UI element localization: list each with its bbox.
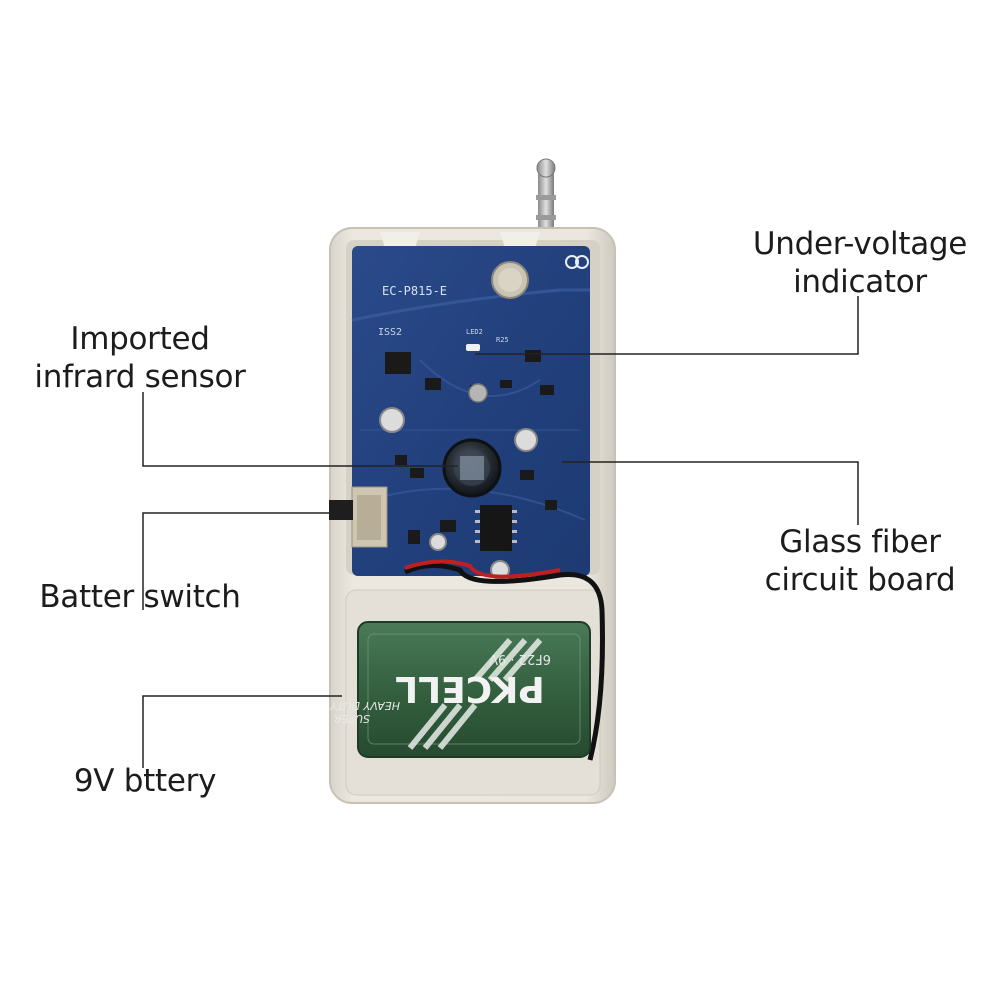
label-line: Under-voltage [752,226,968,262]
battery-type-text: 6F22 · 9V [489,651,551,666]
pcb-marking: ISS2 [378,327,402,338]
pcb-model-label: EC-P815-E [382,284,447,298]
label-infrared-sensor: Imported infrard sensor [25,320,255,396]
battery-brand-text: PKCELL [395,668,545,709]
leader-line-sensor [142,392,458,467]
9v-battery: PKCELL 6F22 · 9V SUPER HEAVY DUTY [329,621,591,758]
label-line: circuit board [764,562,956,598]
label-line: Glass fiber [779,524,941,560]
label-line: infrard sensor [34,359,246,395]
led-icon [466,344,480,351]
label-line: 9V bttery [73,763,217,799]
battery-switch [329,486,388,548]
pcb-marking: R25 [496,336,509,344]
label-line: Imported [70,321,210,357]
label-line: indicator [793,264,927,300]
battery-subtitle: SUPER [334,712,370,725]
glass-fiber-circuit-board: EC-P815-E ISS2 LED2 R25 [351,246,590,580]
leader-line-battery [142,695,342,768]
label-glass-fiber-circuit-board: Glass fiber circuit board [755,523,965,599]
label-battery-switch: Batter switch [30,578,250,616]
leader-line-voltage [475,296,859,355]
pcb-marking: LED2 [466,328,483,336]
leader-line-switch [142,512,330,610]
label-line: Batter switch [39,579,241,615]
label-9v-battery: 9V bttery [40,762,250,800]
battery-subtitle: HEAVY DUTY [329,699,400,712]
mounting-hole-icon [565,255,579,269]
leader-line-board [562,461,859,525]
label-under-voltage-indicator: Under-voltage indicator [745,225,975,301]
infrared-sensor [442,438,502,498]
leader-lines [142,296,859,768]
